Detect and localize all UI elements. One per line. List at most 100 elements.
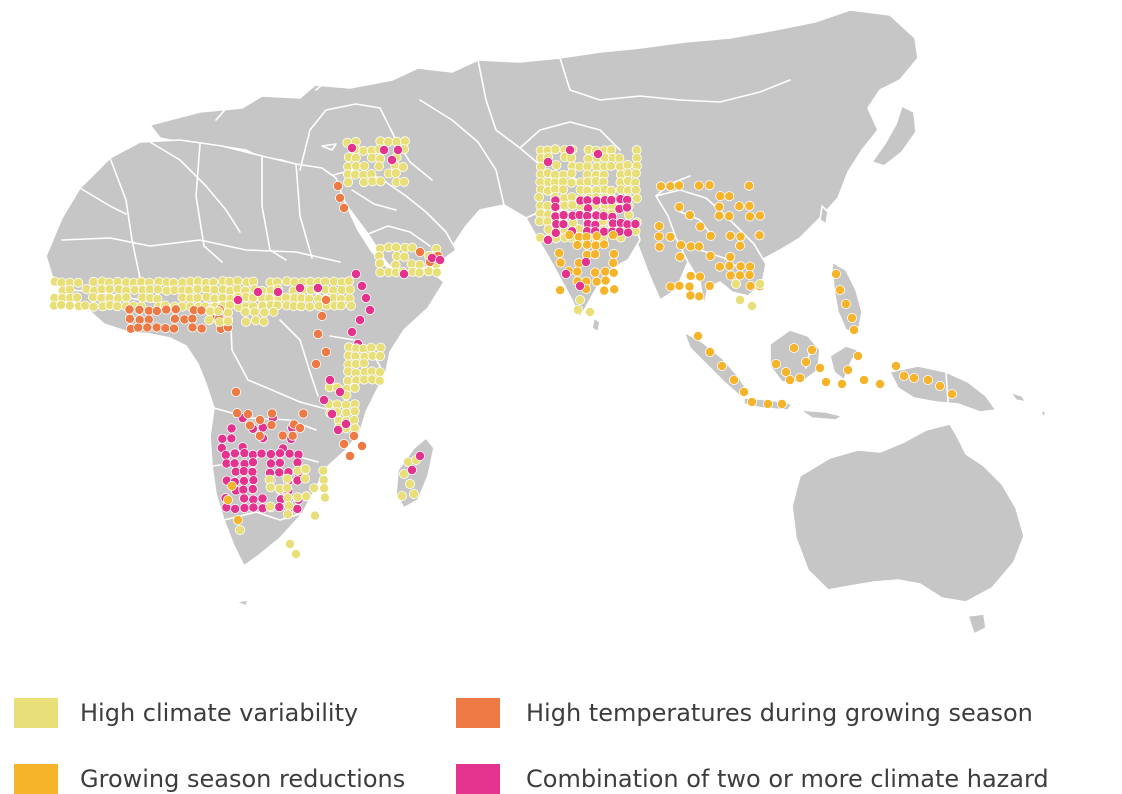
hazard-dot-temperature — [287, 430, 298, 441]
hazard-dot-season — [795, 372, 806, 383]
hazard-dot-variability — [396, 490, 407, 501]
hazard-dot-combination — [364, 304, 375, 315]
hazard-dot-variability — [304, 301, 315, 312]
hazard-dot-variability — [318, 465, 329, 476]
hazard-dot-season — [654, 241, 665, 252]
hazard-dot-season — [695, 271, 706, 282]
hazard-dot-season — [717, 360, 728, 371]
hazard-dot-season — [755, 210, 766, 221]
land-borneo — [769, 329, 821, 383]
hazard-dot-combination — [272, 286, 283, 297]
land-taiwan — [819, 205, 829, 225]
hazard-dot-variability — [349, 382, 360, 393]
hazard-dot-variability — [375, 176, 386, 187]
hazard-dot-combination — [550, 201, 561, 212]
hazard-dot-variability — [391, 242, 402, 253]
hazard-dot-season — [853, 350, 864, 361]
hazard-dot-temperature — [266, 420, 277, 431]
hazard-dot-variability — [282, 482, 293, 493]
legend-label: Combination of two or more climate hazar… — [526, 765, 1049, 793]
hazard-dot-variability — [112, 301, 123, 312]
hazard-dot-variability — [534, 192, 545, 203]
hazard-dot-variability — [397, 161, 408, 172]
hazard-dot-variability — [144, 284, 155, 295]
hazard-dot-combination — [274, 467, 285, 478]
hazard-dot-variability — [240, 306, 251, 317]
hazard-dot-variability — [64, 284, 75, 295]
hazard-dot-variability — [573, 304, 584, 315]
hazard-dot-season — [725, 230, 736, 241]
hazard-dot-combination — [598, 211, 609, 222]
hazard-dot-variability — [88, 301, 99, 312]
hazard-dot-temperature — [232, 408, 243, 419]
hazard-dot-season — [608, 267, 619, 278]
hazard-dot-season — [591, 231, 602, 242]
hazard-dot-season — [555, 257, 566, 268]
hazard-dot-season — [849, 324, 860, 335]
hazard-dot-season — [572, 239, 583, 250]
hazard-dot-variability — [309, 510, 320, 521]
hazard-dot-season — [591, 276, 602, 287]
hazard-dot-temperature — [170, 304, 181, 315]
hazard-dot-season — [744, 269, 755, 280]
hazard-dot-variability — [399, 251, 410, 262]
hazard-dot-variability — [558, 184, 569, 195]
legend-swatch-combination — [456, 764, 500, 794]
hazard-dot-variability — [735, 294, 746, 305]
hazard-dot-combination — [318, 394, 329, 405]
hazard-dot-variability — [213, 306, 224, 317]
hazard-dot-season — [725, 270, 736, 281]
hazard-dot-season — [837, 378, 848, 389]
hazard-dot-season — [859, 374, 870, 385]
hazard-dot-combination — [622, 202, 633, 213]
hazard-dot-variability — [341, 407, 352, 418]
hazard-dot-variability — [258, 316, 269, 327]
hazard-dot-season — [609, 284, 620, 295]
hazard-dot-temperature — [230, 386, 241, 397]
legend: High climate variability High temperatur… — [0, 660, 1122, 794]
hazard-dot-season — [599, 239, 610, 250]
hazard-dot-combination — [265, 449, 276, 460]
land-africa — [45, 139, 445, 567]
hazard-dot-variability — [398, 468, 409, 479]
hazard-dot-combination — [561, 268, 572, 279]
hazard-dot-season — [694, 180, 705, 191]
hazard-dot-combination — [406, 464, 417, 475]
hazard-dot-season — [831, 268, 842, 279]
hazard-dot-season — [821, 376, 832, 387]
hazard-dot-variability — [249, 307, 260, 318]
hazard-dot-combination — [543, 156, 554, 167]
hazard-dot-combination — [292, 503, 303, 514]
hazard-dot-temperature — [338, 202, 349, 213]
hazard-dot-variability — [342, 375, 353, 386]
hazard-dot-variability — [224, 276, 235, 287]
legend-swatch-season — [14, 764, 58, 794]
hazard-dot-temperature — [312, 328, 323, 339]
hazard-dot-combination — [274, 448, 285, 459]
hazard-dot-temperature — [187, 322, 198, 333]
hazard-dot-variability — [344, 284, 355, 295]
hazard-dot-season — [724, 191, 735, 202]
legend-swatch-variability — [14, 698, 58, 728]
hazard-dot-variability — [755, 278, 766, 289]
hazard-dot-combination — [284, 448, 295, 459]
hazard-dot-variability — [88, 276, 99, 287]
hazard-dot-temperature — [134, 304, 145, 315]
hazard-dot-variability — [431, 267, 442, 278]
hazard-dot-variability — [284, 539, 295, 550]
hazard-dot-variability — [201, 291, 212, 302]
hazard-dot-temperature — [244, 420, 255, 431]
hazard-dot-season — [684, 210, 695, 221]
hazard-dot-season — [785, 374, 796, 385]
hazard-dot-combination — [334, 386, 345, 397]
hazard-dot-temperature — [160, 323, 171, 334]
hazard-dot-variability — [390, 168, 401, 179]
legend-label: High temperatures during growing season — [526, 699, 1033, 727]
hazard-dot-season — [665, 281, 676, 292]
hazard-dot-combination — [434, 254, 445, 265]
hazard-dot-season — [729, 374, 740, 385]
hazard-dot-variability — [192, 284, 203, 295]
hazard-dot-variability — [343, 177, 354, 188]
hazard-dot-variability — [300, 473, 311, 484]
hazard-dot-season — [739, 386, 750, 397]
